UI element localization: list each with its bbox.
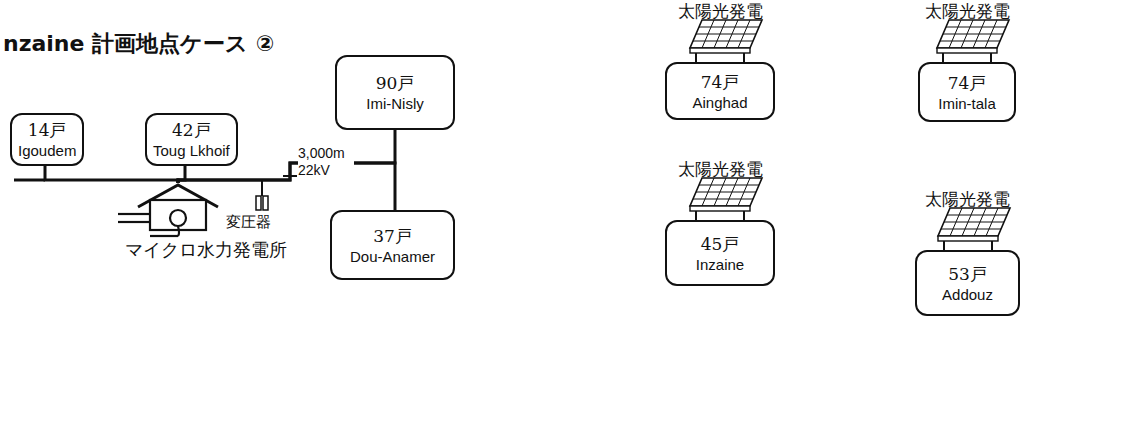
- village-name: Dou-Anamer: [350, 247, 435, 266]
- village-name: Ainghad: [692, 93, 747, 112]
- solar-panel: [937, 20, 1009, 62]
- village-name: Inzaine: [696, 255, 744, 274]
- power-line: [45, 166, 178, 183]
- household-count: 37戸: [373, 225, 412, 247]
- solar-panel: [690, 178, 762, 220]
- household-count: 90戸: [376, 72, 415, 94]
- solar-village-box: 太陽光発電45戸Inzaine: [665, 220, 775, 286]
- village-name: Imin-tala: [938, 94, 996, 113]
- plant-label: マイクロ水力発電所: [125, 239, 287, 261]
- village-box: 37戸Dou-Anamer: [330, 210, 455, 280]
- solar-heading: 太陽光発電: [925, 2, 1010, 20]
- solar-heading: 太陽光発電: [925, 190, 1010, 208]
- village-box: 42戸Toug Lkhoif: [145, 113, 238, 166]
- village-name: Toug Lkhoif: [153, 141, 230, 160]
- village-name: Igoudem: [18, 141, 76, 160]
- solar-village-box: 太陽光発電74戸Ainghad: [665, 62, 775, 120]
- household-count: 74戸: [701, 71, 740, 93]
- power-line: [178, 163, 395, 210]
- village-name: Imi-Nisly: [366, 94, 424, 113]
- transformer-label: 変圧器: [226, 213, 271, 231]
- diagram-title: nzaine 計画地点ケース ②: [3, 30, 274, 58]
- hydro-plant-house: [118, 185, 218, 236]
- solar-heading: 太陽光発電: [678, 2, 763, 20]
- village-name: Addouz: [942, 285, 993, 304]
- solar-village-box: 太陽光発電74戸Imin-tala: [918, 62, 1016, 122]
- solar-panel: [938, 208, 1010, 250]
- village-box: 90戸Imi-Nisly: [335, 55, 455, 130]
- household-count: 42戸: [172, 119, 211, 141]
- household-count: 45戸: [701, 233, 740, 255]
- solar-panel: [690, 20, 762, 62]
- household-count: 74戸: [948, 72, 987, 94]
- line-spec-label: 3,000m 22kV: [298, 145, 354, 179]
- solar-village-box: 太陽光発電53戸Addouz: [915, 250, 1020, 316]
- village-box: 14戸Igoudem: [10, 113, 84, 166]
- solar-heading: 太陽光発電: [678, 160, 763, 178]
- household-count: 53戸: [948, 263, 987, 285]
- household-count: 14戸: [28, 119, 67, 141]
